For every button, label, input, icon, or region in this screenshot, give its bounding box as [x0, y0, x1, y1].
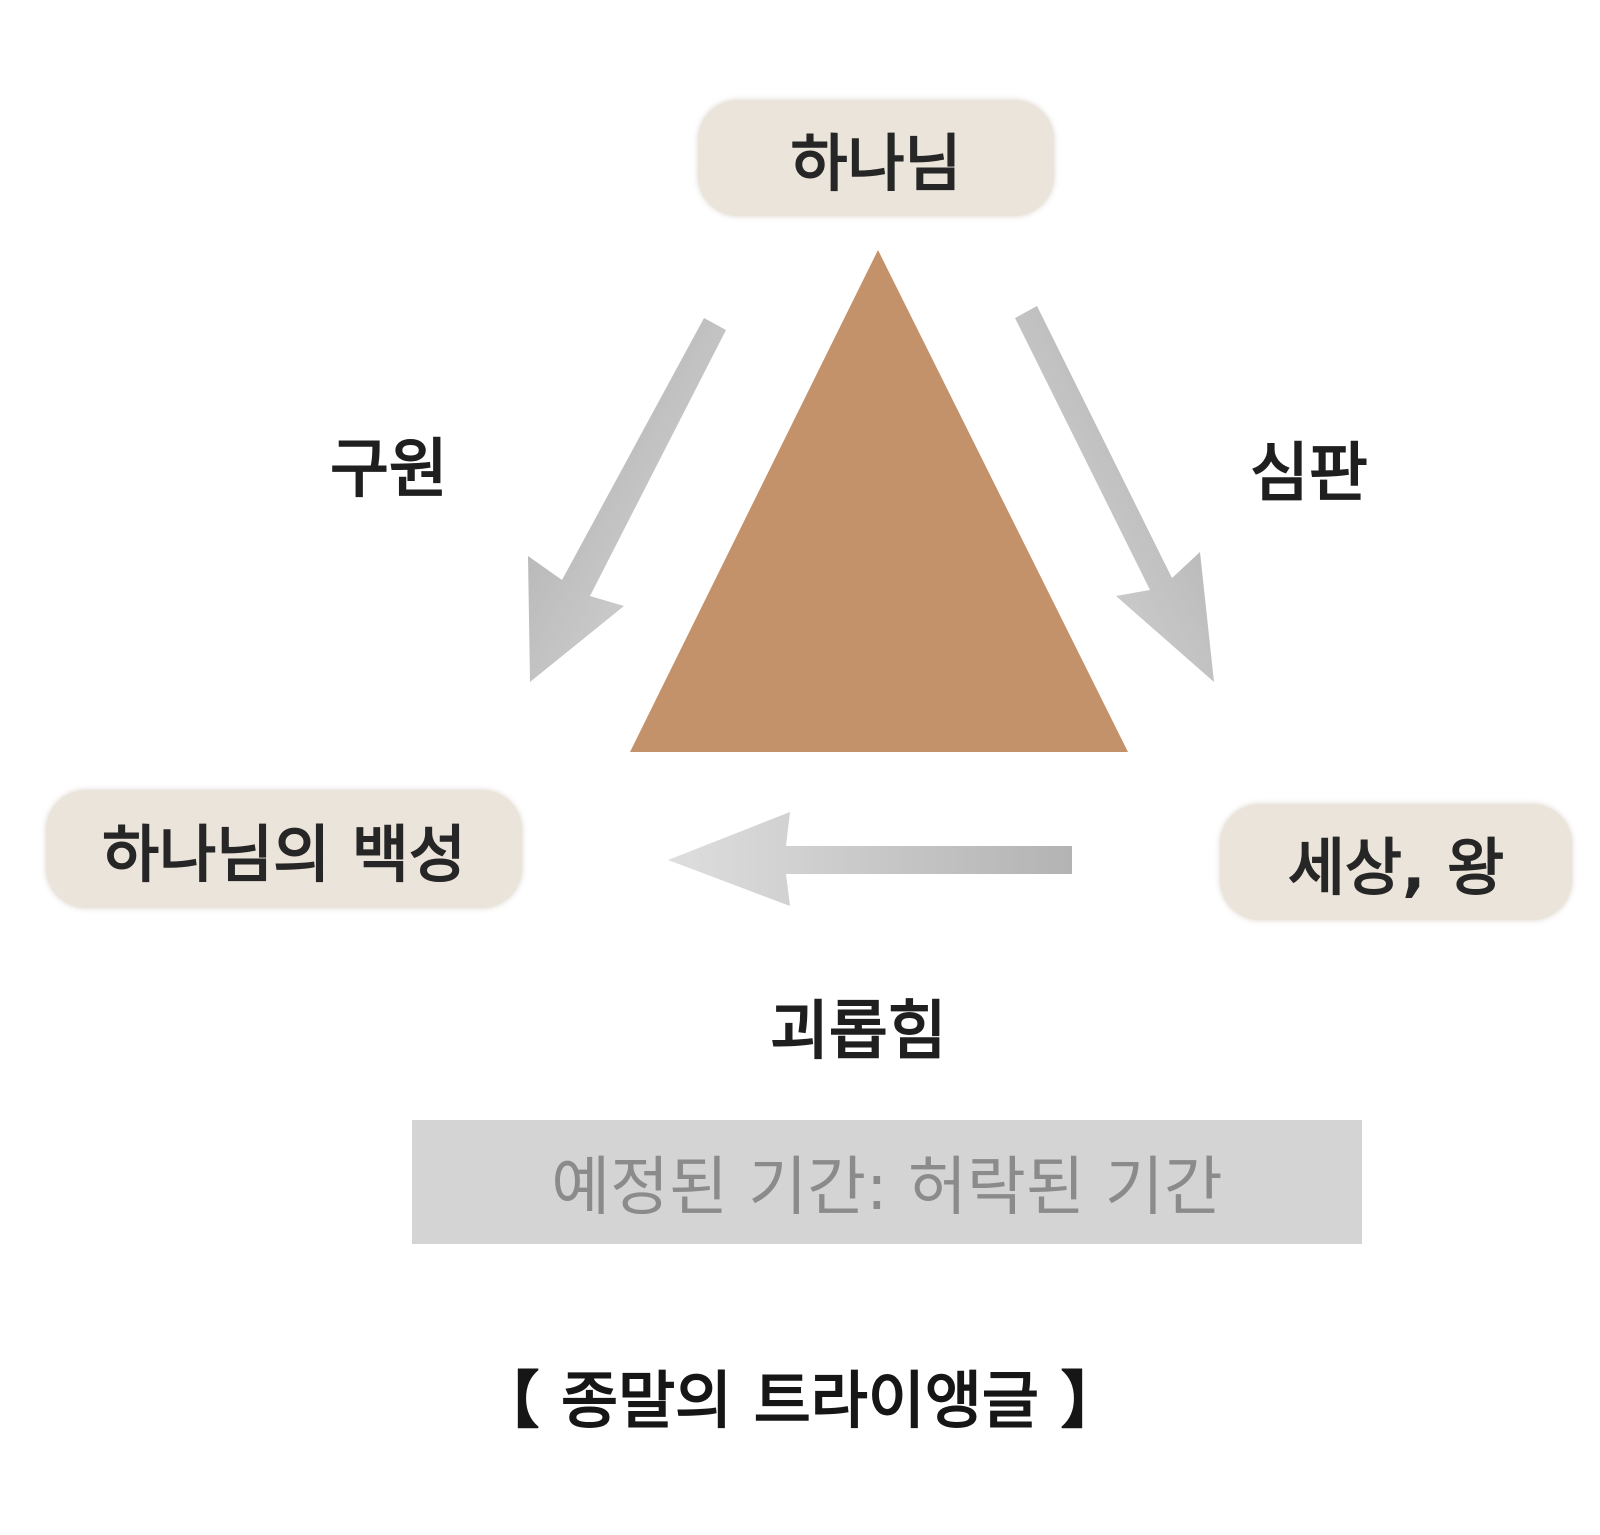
node-people-of-god: 하나님의 백성 [46, 790, 522, 908]
salvation-arrow [528, 318, 726, 682]
node-world-king: 세상, 왕 [1220, 804, 1572, 920]
node-god: 하나님 [698, 100, 1054, 216]
label-tribulation: 괴롭힘 [770, 995, 947, 1069]
central-triangle [630, 250, 1128, 752]
tribulation-arrow [668, 812, 1072, 906]
judgment-arrow [1015, 306, 1214, 682]
diagram-caption: 【 종말의 트라이앵글 】 [477, 1364, 1123, 1437]
label-judgment: 심판 [1250, 437, 1368, 511]
period-box: 예정된 기간: 허락된 기간 [412, 1120, 1362, 1244]
label-salvation: 구원 [330, 433, 448, 507]
